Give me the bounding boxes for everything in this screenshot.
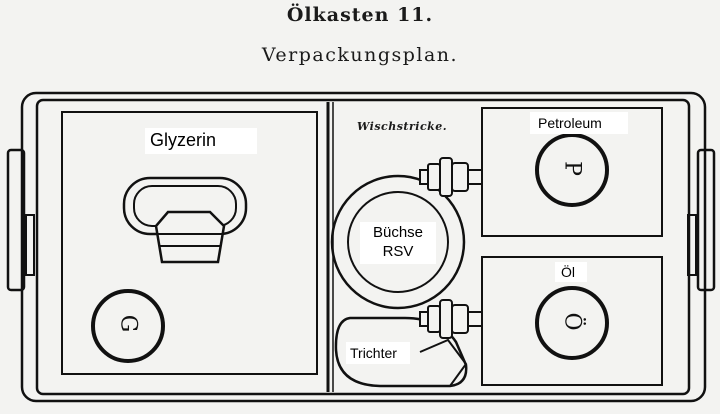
wischstricke-label: Wischstricke. [357,120,448,133]
spout-fitting-top [419,157,483,197]
page-subtitle: Verpackungsplan. [261,44,459,66]
glyzerin-can-mark: G [115,314,141,333]
page-title: Ölkasten 11. [286,4,434,26]
buechse-label-line1: Büchse [372,224,424,241]
glyzerin-cap [154,210,226,264]
oel-can-top [535,286,609,360]
oel-can-mark: Ö [559,312,585,331]
petroleum-label: Petroleum [538,115,602,131]
glyzerin-label: Glyzerin [150,130,217,150]
oel-label: Öl [561,264,575,280]
buechse-label-line2: RSV [382,243,414,260]
left-handle [6,148,26,292]
petroleum-can-mark: P [559,161,585,176]
trichter-label: Trichter [350,345,397,361]
glyzerin-can-top [91,289,165,363]
glyzerin-compartment [61,111,318,375]
right-handle [696,148,716,292]
petroleum-can-top [535,133,609,207]
buechse-outer-ring [330,174,466,310]
buechse-inner [347,191,449,293]
outer-case [20,91,707,403]
spout-fitting-bottom [419,299,483,339]
